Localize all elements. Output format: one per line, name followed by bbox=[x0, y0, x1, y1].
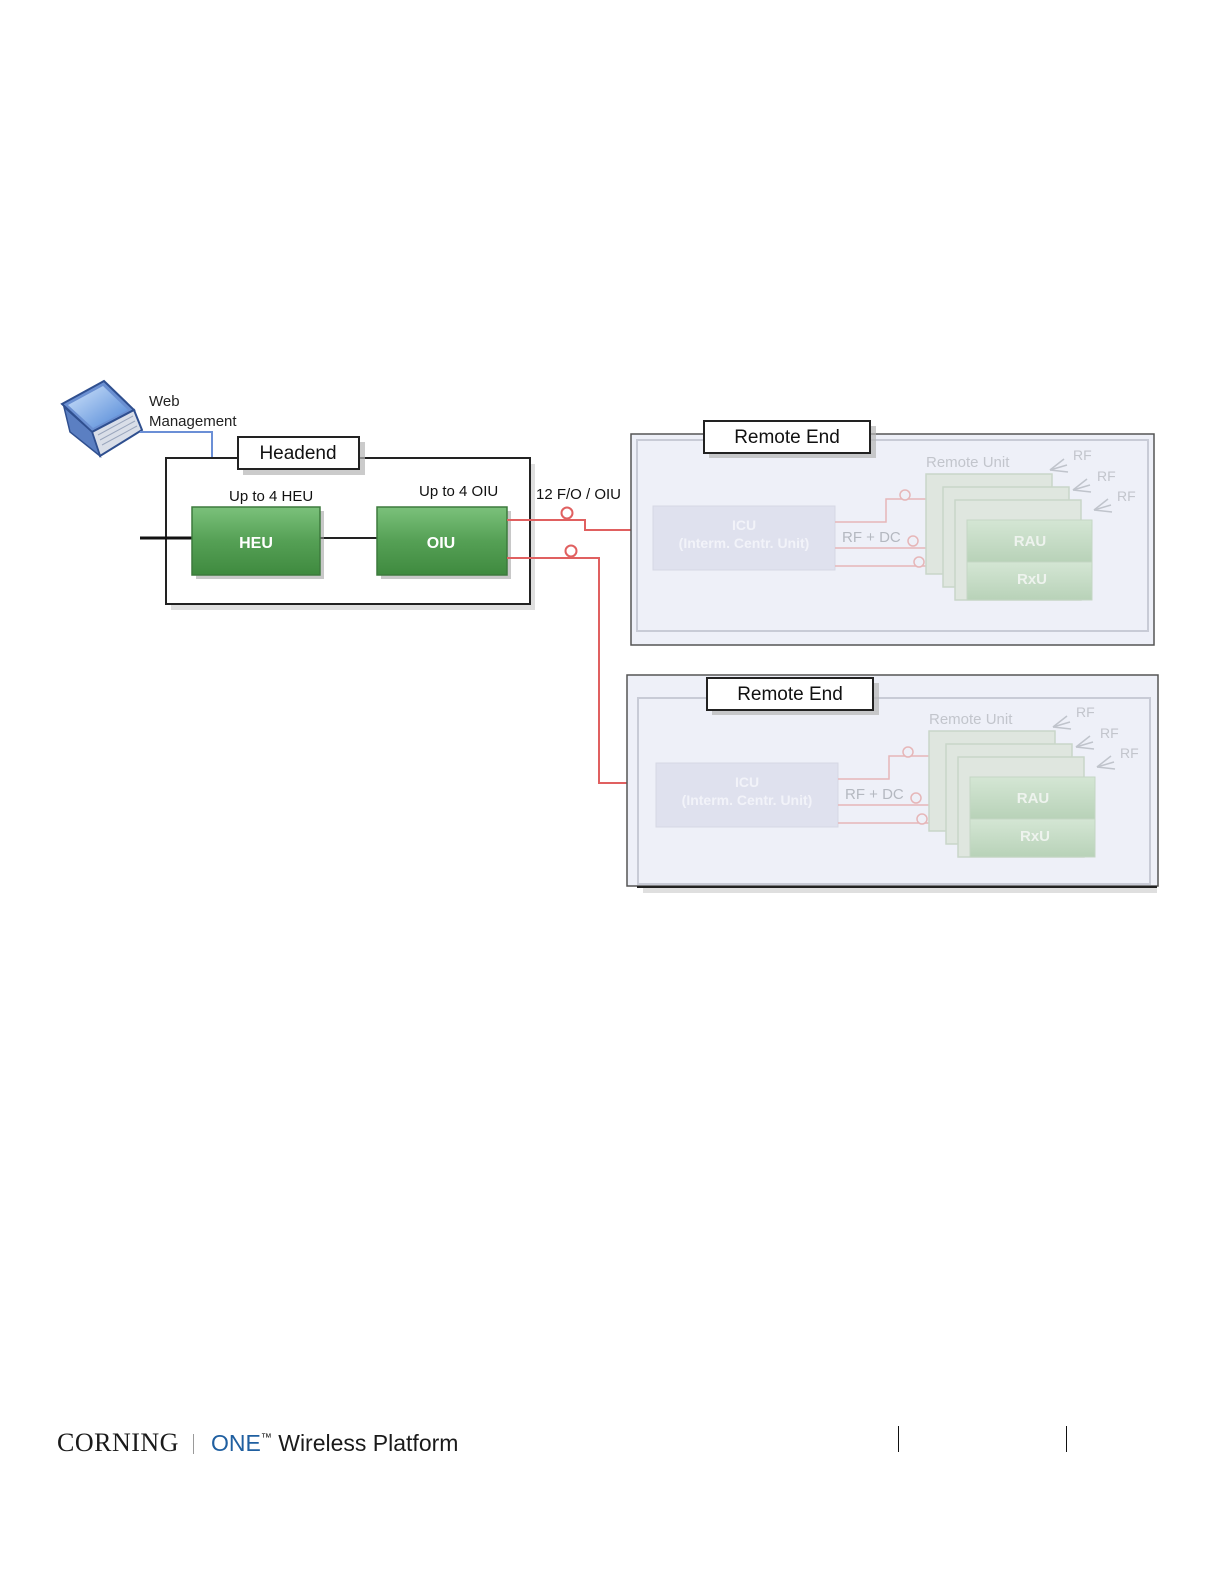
remote-end-1-rf-label-1: RF bbox=[1073, 447, 1092, 463]
remote-end-2-rxu-label: RxU bbox=[1020, 828, 1050, 845]
heu-caption: Up to 4 HEU bbox=[229, 488, 313, 505]
remote-end-1-rf-label-3: RF bbox=[1117, 488, 1136, 504]
footer-divider-left bbox=[898, 1426, 899, 1452]
product-name-one: ONE bbox=[211, 1430, 261, 1456]
remote-end-1-rau-label: RAU bbox=[1014, 533, 1047, 550]
corning-logo: CORNING bbox=[57, 1428, 179, 1458]
remote-end-2-rf-label-1: RF bbox=[1076, 704, 1095, 720]
remote-end-2-icu-line2: (Interm. Centr. Unit) bbox=[682, 792, 813, 808]
remote-end-2-icu-line1: ICU bbox=[735, 774, 759, 790]
remote-end-1-rf-dc-label: RF + DC bbox=[842, 529, 901, 546]
remote-end-1: Remote End Remote Unit ICU (Interm. Cent… bbox=[631, 421, 1154, 645]
remote-end-2-rf-label-3: RF bbox=[1120, 745, 1139, 761]
remote-end-1-rxu-label: RxU bbox=[1017, 571, 1047, 588]
footer-divider-right bbox=[1066, 1426, 1067, 1452]
fiber-label: 12 F/O / OIU bbox=[536, 486, 621, 503]
remote-end-2-rf-label-2: RF bbox=[1100, 725, 1119, 741]
footer-separator bbox=[193, 1434, 194, 1454]
headend-title: Headend bbox=[259, 443, 336, 464]
remote-end-1-title: Remote End bbox=[734, 427, 840, 448]
remote-end-2-rau-label: RAU bbox=[1017, 790, 1050, 807]
laptop-label-line1: Web bbox=[149, 393, 180, 410]
laptop-icon bbox=[62, 381, 142, 456]
laptop-label-line2: Management bbox=[149, 413, 237, 430]
heu-label: HEU bbox=[239, 535, 273, 552]
remote-end-1-remote-unit-label: Remote Unit bbox=[926, 454, 1010, 471]
product-name: ONE™ Wireless Platform bbox=[211, 1430, 458, 1457]
product-name-trademark: ™ bbox=[261, 1432, 272, 1444]
remote-end-2: Remote End Remote Unit ICU (Interm. Cent… bbox=[627, 675, 1158, 893]
remote-end-2-rf-dc-label: RF + DC bbox=[845, 786, 904, 803]
oiu-label: OIU bbox=[427, 535, 455, 552]
remote-end-1-icu-line2: (Interm. Centr. Unit) bbox=[679, 535, 810, 551]
remote-end-2-title: Remote End bbox=[737, 684, 843, 705]
remote-end-1-icu-line1: ICU bbox=[732, 517, 756, 533]
remote-end-2-remote-unit-label: Remote Unit bbox=[929, 711, 1013, 728]
remote-end-1-rf-label-2: RF bbox=[1097, 468, 1116, 484]
product-name-rest: Wireless Platform bbox=[272, 1430, 459, 1456]
oiu-caption: Up to 4 OIU bbox=[419, 483, 498, 500]
